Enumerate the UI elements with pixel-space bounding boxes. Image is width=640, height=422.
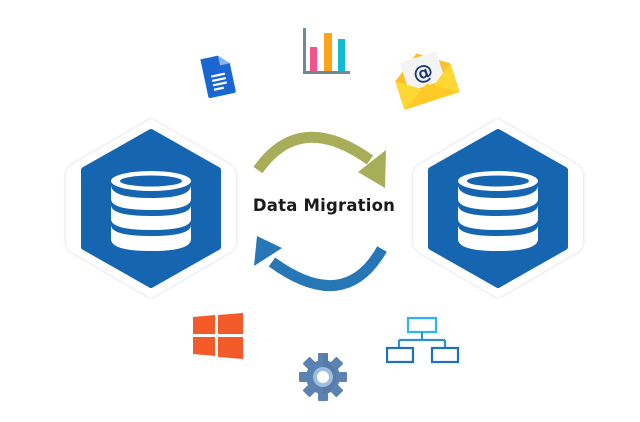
forward-arrow-icon [253,131,386,188]
bar-chart-icon [300,26,352,78]
email-icon: @ [390,46,460,112]
database-icon [458,171,538,251]
database-icon [111,171,191,251]
gear-icon [298,352,348,402]
backward-arrow-icon [254,236,387,292]
document-icon [198,50,238,100]
source-database-node [58,113,244,303]
diagram-title: Data Migration [252,196,396,215]
target-database-node [405,113,591,303]
hierarchy-icon [386,316,460,366]
windows-icon [193,313,243,359]
